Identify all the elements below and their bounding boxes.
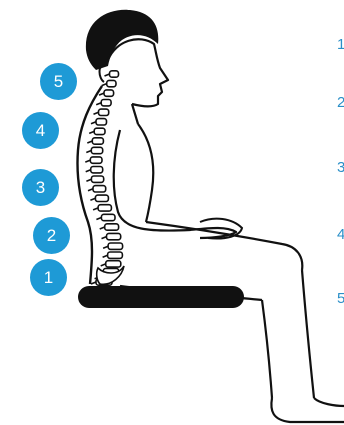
vertebra-19 — [108, 243, 123, 249]
marker-5-label: 5 — [54, 72, 63, 92]
side-number-1: 1 — [337, 37, 344, 52]
front-torso-outline — [138, 124, 153, 222]
side-number-5: 5 — [337, 291, 344, 306]
vertebra-process-6 — [91, 122, 96, 124]
vertebra-12 — [91, 176, 103, 182]
vertebra-process-4 — [96, 103, 101, 105]
vertebra-process-1 — [105, 74, 110, 76]
marker-1-label: 1 — [44, 268, 53, 288]
marker-2-icon: 2 — [33, 217, 70, 254]
vertebra-process-21 — [101, 264, 106, 266]
vertebra-process-10 — [85, 160, 90, 162]
side-number-3: 3 — [337, 160, 344, 175]
shin-outline — [302, 270, 314, 398]
vertebra-1 — [110, 71, 119, 77]
vertebra-13 — [93, 186, 106, 192]
vertebra-process-20 — [103, 255, 108, 257]
vertebra-process-5 — [94, 112, 99, 114]
neck-outline — [132, 104, 138, 124]
foot-outline — [271, 398, 344, 422]
arm-outline — [114, 130, 236, 238]
vertebra-5 — [99, 109, 109, 115]
vertebra-2 — [107, 80, 116, 86]
ear-shape — [100, 66, 105, 82]
vertebra-process-16 — [96, 218, 101, 220]
vertebra-3 — [104, 90, 114, 96]
marker-1-icon: 1 — [30, 259, 67, 296]
vertebra-8 — [92, 138, 103, 144]
vertebra-4 — [101, 100, 111, 106]
vertebra-20 — [108, 252, 123, 258]
vertebra-9 — [91, 147, 102, 153]
seat-cushion-icon — [78, 286, 244, 308]
vertebra-process-11 — [86, 170, 91, 172]
vertebra-14 — [95, 195, 108, 201]
vertebra-6 — [96, 119, 107, 125]
vertebra-process-24 — [91, 282, 96, 284]
vertebra-15 — [98, 205, 111, 211]
vertebra-process-3 — [99, 93, 104, 95]
vertebra-16 — [101, 214, 115, 220]
vertebra-10 — [90, 157, 102, 163]
vertebra-process-8 — [87, 141, 92, 143]
marker-3-icon: 3 — [22, 169, 59, 206]
vertebra-process-18 — [102, 237, 107, 239]
vertebra-process-17 — [100, 227, 105, 229]
vertebra-process-2 — [102, 84, 107, 86]
vertebra-process-9 — [86, 151, 91, 153]
vertebra-process-14 — [90, 198, 95, 200]
marker-2-label: 2 — [47, 226, 56, 246]
calf-outline — [262, 300, 272, 398]
marker-4-icon: 4 — [22, 112, 59, 149]
vertebra-process-12 — [86, 179, 91, 181]
vertebra-7 — [94, 128, 105, 134]
vertebra-process-7 — [89, 131, 94, 133]
vertebra-process-13 — [88, 189, 93, 191]
vertebra-11 — [91, 167, 103, 173]
side-number-2: 2 — [337, 95, 344, 110]
vertebra-18 — [107, 233, 121, 239]
marker-5-icon: 5 — [40, 63, 77, 100]
vertebra-process-19 — [103, 246, 108, 248]
marker-3-label: 3 — [36, 178, 45, 198]
vertebra-process-15 — [93, 208, 98, 210]
side-number-4: 4 — [337, 227, 344, 242]
vertebra-17 — [105, 224, 119, 230]
marker-4-label: 4 — [36, 121, 45, 141]
vertebra-21 — [106, 261, 121, 267]
